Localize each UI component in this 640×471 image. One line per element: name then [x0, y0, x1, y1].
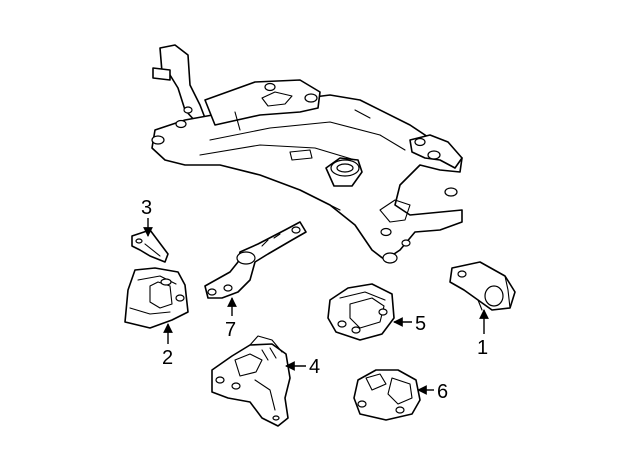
- mount-5[interactable]: [327, 283, 395, 341]
- callout-numbers: 3 2 7 4 5 1 6: [141, 197, 488, 403]
- mount-2[interactable]: [124, 267, 189, 329]
- mount-4[interactable]: [211, 335, 291, 427]
- callout-4[interactable]: 4: [309, 356, 320, 378]
- mount-6[interactable]: [353, 369, 421, 421]
- torque-rod-7[interactable]: [204, 221, 307, 299]
- callout-leaders: [143, 218, 489, 395]
- callout-3[interactable]: 3: [141, 197, 152, 219]
- callout-5[interactable]: 5: [415, 313, 426, 335]
- callout-1[interactable]: 1: [477, 337, 488, 359]
- mount-1[interactable]: [449, 261, 516, 311]
- callout-2[interactable]: 2: [162, 347, 173, 369]
- callout-6[interactable]: 6: [437, 381, 448, 403]
- callout-7[interactable]: 7: [225, 319, 236, 341]
- bracket-3[interactable]: [131, 229, 169, 263]
- subframe: [151, 44, 463, 264]
